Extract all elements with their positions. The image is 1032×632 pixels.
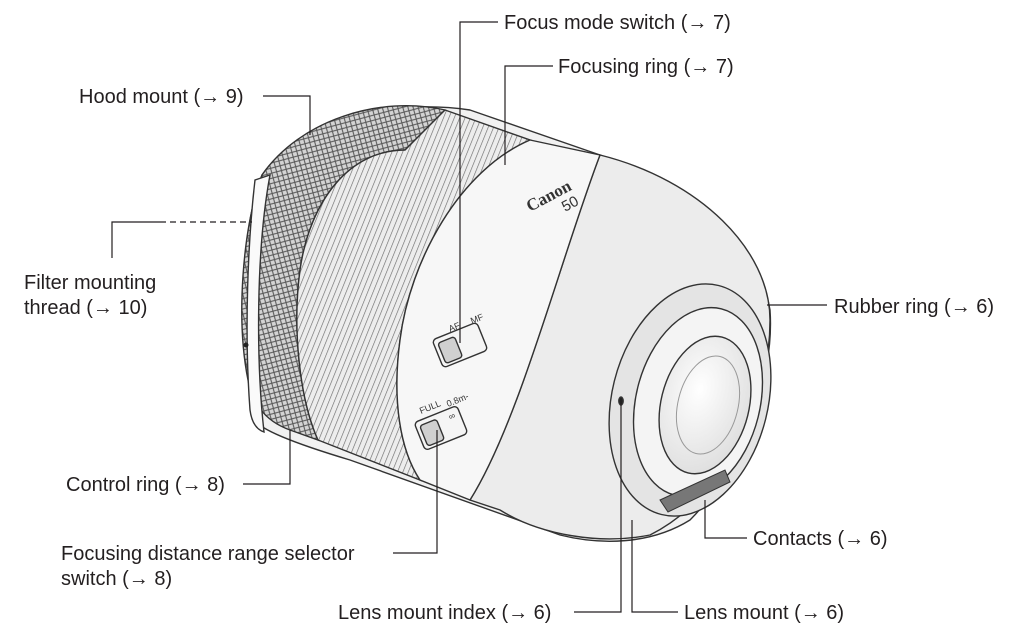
leader-focusing-ring xyxy=(504,65,553,165)
label-focus-mode-switch: Focus mode switch (→ 7) xyxy=(504,12,731,34)
lens-illustration xyxy=(241,105,772,542)
focus-mode-switch[interactable] xyxy=(432,322,488,368)
leader-filter-thread xyxy=(111,221,160,258)
rear-lens-element xyxy=(658,335,752,475)
focal-length-marking: 50 xyxy=(559,193,582,216)
label-control-ring: Control ring (→ 8) xyxy=(66,474,225,496)
hood-mount-rim xyxy=(246,173,271,434)
leader-contacts xyxy=(704,500,747,539)
label-contacts: Contacts (→ 6) xyxy=(753,528,887,550)
leader-hood-mount xyxy=(263,95,311,135)
label-focusing-ring: Focusing ring (→ 7) xyxy=(558,56,734,78)
label-filter-thread-line1: Filter mounting xyxy=(24,272,156,294)
leader-focus-mode-switch xyxy=(459,21,498,343)
leader-lens-mount-index xyxy=(574,403,622,613)
label-fd-selector-line1: Focusing distance range selector xyxy=(61,543,355,565)
leader-lines xyxy=(111,21,827,613)
label-lens-mount: Lens mount (→ 6) xyxy=(684,602,844,624)
electrical-contacts xyxy=(659,469,731,513)
label-rubber-ring: Rubber ring (→ 6) xyxy=(834,296,994,318)
leader-lens-mount xyxy=(631,520,678,613)
label-hood-mount: Hood mount (→ 9) xyxy=(79,86,244,108)
leader-control-ring xyxy=(243,430,291,485)
infinity-marking: ∞ xyxy=(447,410,457,422)
label-filter-thread-line2: thread (→ 10) xyxy=(24,297,147,319)
mf-marking: MF xyxy=(469,312,485,326)
label-lens-mount-index: Lens mount index (→ 6) xyxy=(338,602,551,624)
label-fd-selector-line2: switch (→ 8) xyxy=(61,568,172,590)
leader-fd-selector xyxy=(393,430,438,554)
focusing-distance-range-switch[interactable] xyxy=(414,405,468,451)
af-marking: AF xyxy=(447,320,462,334)
